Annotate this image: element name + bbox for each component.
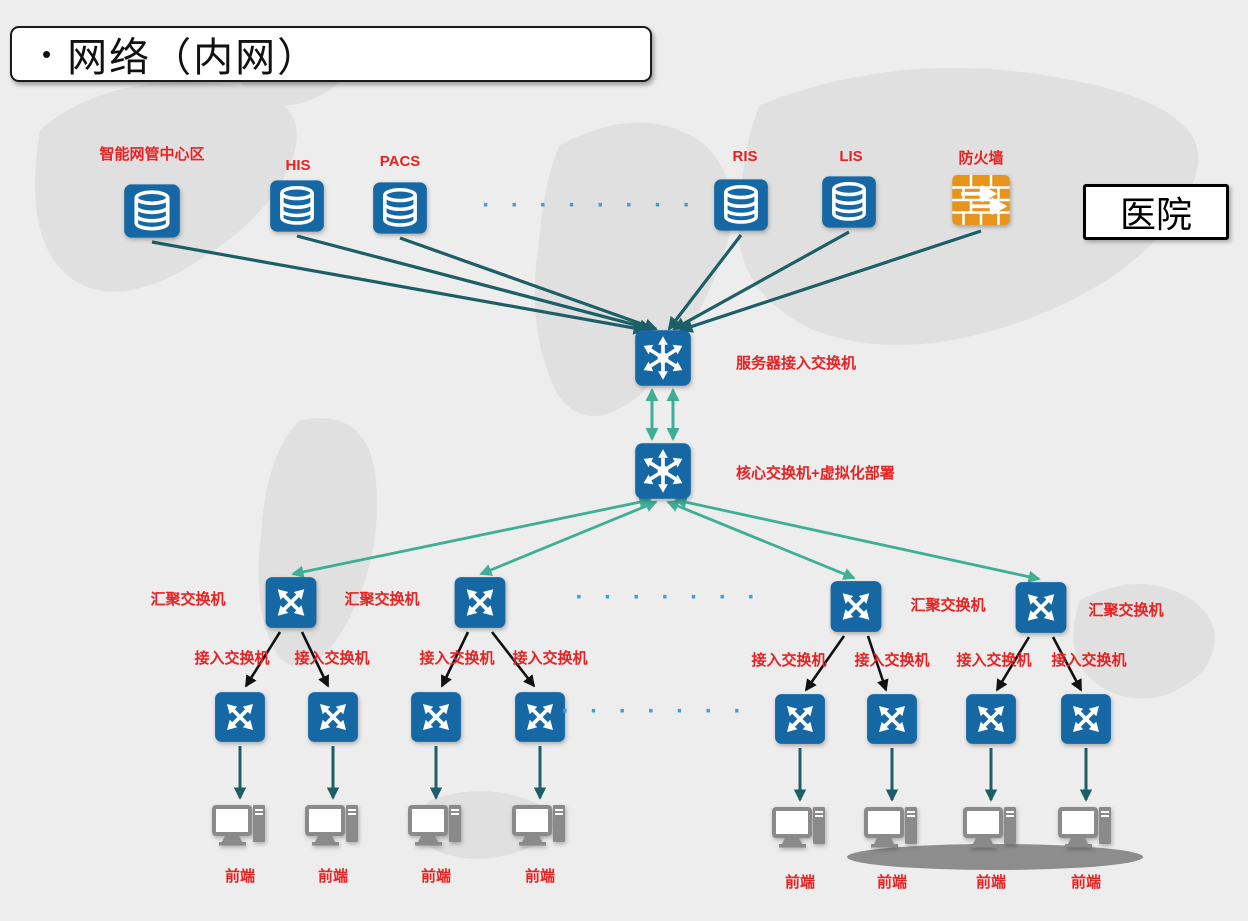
access-switch-label: 接入交换机	[294, 650, 370, 667]
access-switch-label: 接入交换机	[1051, 652, 1127, 669]
access-switch-label: 接入交换机	[419, 650, 495, 667]
database-icon	[120, 182, 184, 240]
aggregation-switch-icon	[260, 576, 322, 629]
page-title: 网络（内网）	[67, 36, 320, 80]
computer-icon	[512, 803, 568, 851]
server-label-his: HIS	[285, 157, 311, 174]
frontend-label: 前端	[876, 874, 908, 891]
access-switch-label: 接入交换机	[854, 652, 930, 669]
frontend-label: 前端	[784, 874, 816, 891]
access-switch-label: 接入交换机	[751, 652, 827, 669]
aggregation-switch-icon	[1010, 581, 1072, 634]
frontend-label: 前端	[224, 868, 256, 885]
top-row-ellipsis: · · · · · · · ·	[482, 192, 698, 219]
computer-icon	[305, 803, 361, 851]
frontend-label: 前端	[1070, 874, 1102, 891]
aggregation-switch-label: 汇聚交换机	[150, 591, 226, 608]
hospital-label: 医院	[1119, 194, 1192, 235]
frontend-label: 前端	[524, 868, 556, 885]
access-switch-icon	[961, 693, 1021, 745]
frontend-label: 前端	[317, 868, 349, 885]
access-switch-icon	[1056, 693, 1116, 745]
database-icon	[369, 180, 431, 236]
access-switch-label: 接入交换机	[512, 650, 588, 667]
aggregation-switch-icon	[449, 576, 511, 629]
firewall-label: 防火墙	[958, 150, 1004, 167]
aggregation-switch-label: 汇聚交换机	[1088, 602, 1164, 619]
frontend-label: 前端	[420, 868, 452, 885]
access-switch-label: 接入交换机	[194, 650, 270, 667]
computer-icon	[864, 805, 920, 853]
title-box: • 网络（内网）	[10, 26, 652, 82]
computer-icon	[772, 805, 828, 853]
frontend-label: 前端	[975, 874, 1007, 891]
firewall-icon	[948, 170, 1014, 230]
access-row-ellipsis: · · · · · · ·	[561, 698, 749, 725]
computer-icon	[408, 803, 464, 851]
aggregation-ellipsis: · · · · · · ·	[575, 584, 763, 611]
map-dark-blob	[847, 844, 1143, 870]
access-switch-icon	[210, 691, 270, 743]
computer-icon	[1058, 805, 1114, 853]
hospital-box: 医院	[1083, 184, 1229, 240]
server-access-switch-label: 服务器接入交换机	[736, 355, 857, 372]
access-switch-label: 接入交换机	[956, 652, 1032, 669]
server-label-nms: 智能网管中心区	[99, 146, 205, 163]
core-switch-label: 核心交换机+虚拟化部署	[736, 465, 895, 482]
aggregation-switch-label: 汇聚交换机	[910, 597, 986, 614]
database-icon	[710, 177, 772, 233]
aggregation-switch-icon	[825, 580, 887, 633]
computer-icon	[963, 805, 1019, 853]
database-icon	[266, 178, 328, 234]
server-label-pacs: PACS	[379, 153, 421, 170]
aggregation-switch-label: 汇聚交换机	[344, 591, 420, 608]
server-label-ris: RIS	[732, 148, 758, 165]
access-switch-icon	[770, 693, 830, 745]
server-label-lis: LIS	[839, 148, 863, 165]
title-bullet: •	[42, 38, 52, 69]
database-icon	[818, 174, 880, 230]
core-switch-icon	[634, 442, 692, 500]
access-switch-icon	[862, 693, 922, 745]
computer-icon	[212, 803, 268, 851]
access-switch-icon	[406, 691, 466, 743]
access-switch-icon	[303, 691, 363, 743]
server-access-switch-icon	[634, 329, 692, 387]
